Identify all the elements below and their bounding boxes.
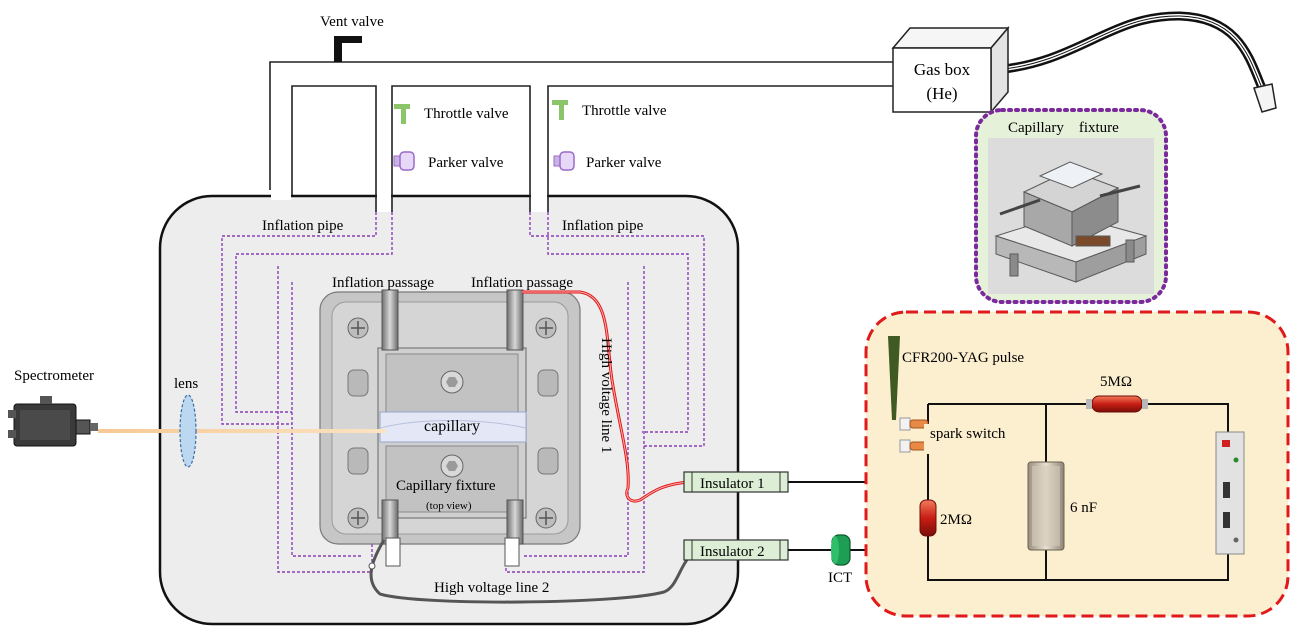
insulator-1-label: Insulator 1 [700, 476, 765, 492]
inflation-pipe-left-label: Inflation pipe [262, 218, 344, 234]
gas-box-label-line2: (He) [926, 84, 957, 103]
throttle-valve-left-label: Throttle valve [424, 106, 509, 122]
inflation-pipe-right-label: Inflation pipe [562, 218, 644, 234]
insulator-1: Insulator 1 [683, 471, 789, 493]
lens-icon [179, 394, 197, 468]
capillary-fixture-inset: Capillary fixture [974, 108, 1168, 304]
parker-valve-left-icon [393, 151, 415, 171]
high-voltage-line-2-label: High voltage line 2 [434, 580, 549, 596]
ict-label: ICT [828, 570, 852, 586]
fixture-3d-render [994, 161, 1148, 283]
laser-pulse-label: CFR200-YAG pulse [902, 350, 1024, 366]
capillary-tube [379, 411, 527, 443]
gas-box: Gas box (He) [891, 25, 1010, 115]
parker-valve-right-icon [553, 151, 575, 171]
electrode-rods [381, 289, 524, 545]
resistor-5m-label: 5MΩ [1100, 374, 1132, 390]
capillary-fixture-top-view [319, 289, 581, 545]
spark-switch-label: spark switch [930, 426, 1006, 442]
lens-label: lens [174, 376, 198, 392]
resistor-5m-icon [1086, 395, 1148, 413]
inflation-passage-right-label: Inflation passage [471, 275, 573, 291]
inflation-pipe-dashed [221, 212, 705, 573]
vent-valve-icon [334, 36, 362, 62]
throttle-valve-right-label: Throttle valve [582, 103, 667, 119]
gas-box-label-line1: Gas box [914, 60, 971, 79]
spectrometer-icon [8, 396, 98, 447]
inflation-passage-left-label: Inflation passage [332, 275, 434, 291]
throttle-valve-right-icon [552, 100, 568, 120]
capacitor-icon [1027, 461, 1065, 551]
hose-nozzle-icon [1253, 83, 1277, 113]
laser-pulse-beam [888, 336, 900, 420]
resistor-2m-icon [919, 499, 937, 537]
discharge-circuit-panel [864, 310, 1290, 618]
capacitor-label: 6 nF [1070, 500, 1097, 516]
optical-beam [98, 429, 386, 433]
gas-pipe-network [269, 61, 893, 195]
spectrometer-label: Spectrometer [14, 368, 94, 384]
top-view-label: (top view) [426, 500, 472, 512]
insulator-2-label: Insulator 2 [700, 544, 765, 560]
fixture-corner-bolts [347, 317, 557, 529]
ict-icon [831, 534, 851, 566]
high-voltage-line-1-wire [522, 290, 691, 503]
insulator-2: Insulator 2 [683, 539, 789, 561]
parker-valve-right-label: Parker valve [586, 155, 662, 171]
capillary-fixture-main-label: Capillary fixture [396, 478, 496, 494]
power-supply-icon [1215, 431, 1245, 555]
capillary-fixture-inset-label: Capillary fixture [1008, 120, 1119, 136]
high-voltage-line-1-label: High voltage line 1 [598, 338, 614, 453]
resistor-2m-label: 2MΩ [940, 512, 972, 528]
parker-valve-left-label: Parker valve [428, 155, 504, 171]
high-voltage-line-2-wire [369, 539, 701, 604]
capillary-label: capillary [424, 418, 480, 435]
throttle-valve-left-icon [394, 104, 410, 124]
pipe-entries [271, 186, 549, 212]
vent-valve-label: Vent valve [320, 14, 384, 30]
gas-hose [991, 11, 1267, 93]
